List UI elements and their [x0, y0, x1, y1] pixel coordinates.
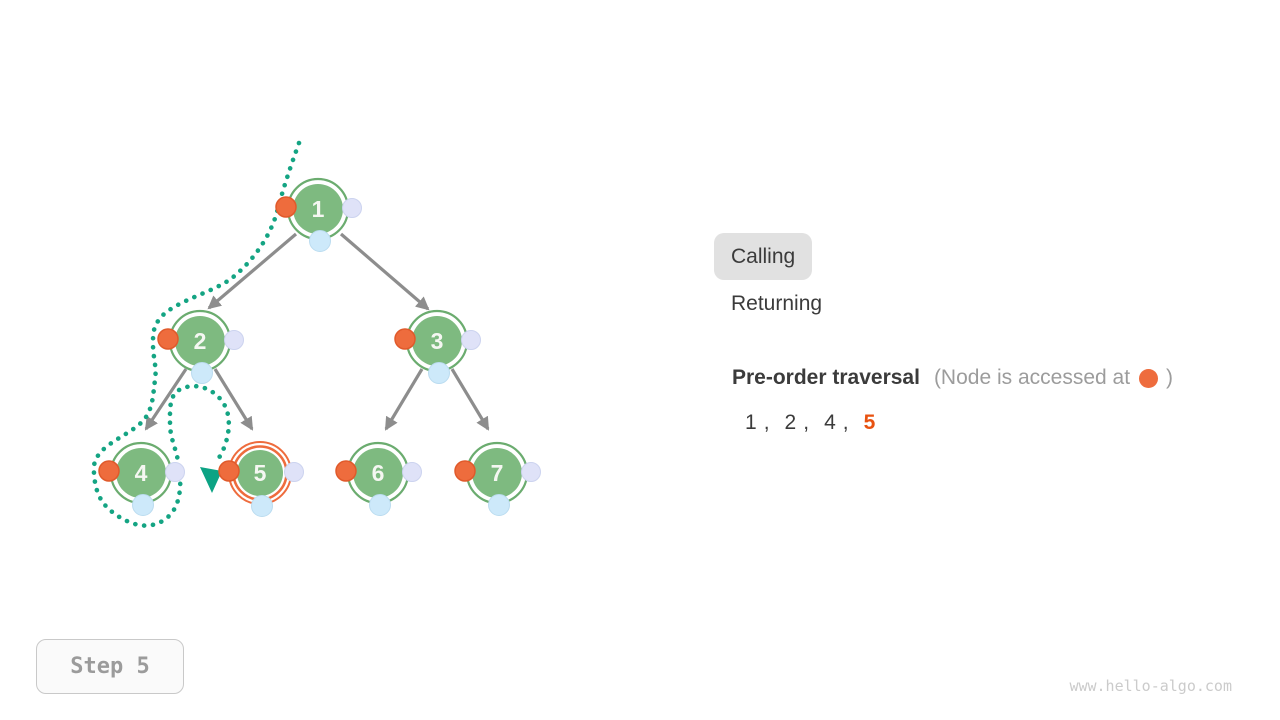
node-circle	[237, 450, 283, 496]
traversal-note-close: )	[1166, 366, 1174, 389]
postorder-access-dot	[521, 462, 541, 482]
node-label: 1	[312, 196, 325, 222]
inorder-access-dot	[132, 494, 154, 516]
preorder-access-dot	[157, 328, 179, 350]
legend-calling-label: Calling	[731, 244, 796, 268]
postorder-access-dot	[284, 462, 304, 482]
sequence-comma: ,	[763, 411, 770, 434]
preorder-access-dot	[394, 328, 416, 350]
inorder-access-dot	[488, 494, 510, 516]
node-circle	[175, 316, 225, 366]
sequence-item: 1	[745, 411, 757, 434]
legend-calling-chip: Calling	[714, 233, 813, 280]
node-label: 4	[135, 460, 148, 486]
traversal-note: (Node is accessed at	[933, 366, 1131, 389]
postorder-access-dot	[165, 462, 185, 482]
watermark-url: www.hello-algo.com	[1069, 677, 1232, 695]
edge-1-3	[339, 232, 430, 311]
node-circle	[412, 316, 462, 366]
sequence-item: 5	[863, 411, 876, 434]
preorder-access-dot	[335, 460, 357, 482]
inorder-access-dot	[309, 230, 331, 252]
inorder-access-dot	[191, 362, 213, 384]
step-indicator: Step 5	[36, 639, 184, 694]
edge-2-5	[213, 368, 254, 431]
postorder-access-dot	[224, 330, 244, 350]
inorder-access-dot	[428, 362, 450, 384]
tree-edges	[144, 232, 490, 431]
calling-pointer-triangle-icon	[200, 467, 222, 493]
postorder-access-dot	[342, 198, 362, 218]
postorder-access-dot	[402, 462, 422, 482]
tree-node-1: 1	[275, 177, 362, 252]
edge-3-7	[450, 368, 490, 431]
traversal-sequence: 1, 2, 4, 5	[745, 411, 882, 435]
node-circle	[353, 448, 403, 498]
node-label: 5	[254, 460, 267, 486]
binary-tree-diagram: 1 2 3 4	[91, 140, 541, 528]
preorder-access-dot	[218, 460, 240, 482]
edge-3-6	[384, 368, 424, 431]
preorder-access-dot	[454, 460, 476, 482]
sequence-item: 2	[784, 411, 797, 434]
node-label: 7	[491, 460, 504, 486]
preorder-access-dot	[98, 460, 120, 482]
tree-node-3: 3	[394, 309, 481, 384]
node-label: 6	[372, 460, 385, 486]
edge-2-4	[144, 368, 188, 431]
traversal-title-row: Pre-order traversal (Node is accessed at…	[732, 366, 1173, 390]
tree-node-7: 7	[454, 441, 541, 516]
sequence-comma: ,	[842, 411, 849, 434]
tree-node-6: 6	[335, 441, 422, 516]
postorder-access-dot	[461, 330, 481, 350]
sequence-comma: ,	[803, 411, 810, 434]
node-circle	[472, 448, 522, 498]
node-circle	[293, 184, 343, 234]
step-label: Step 5	[70, 654, 150, 679]
tree-node-4: 4	[98, 441, 185, 516]
node-label: 2	[194, 328, 207, 354]
edge-1-2	[207, 232, 298, 310]
calling-path-dotted	[91, 140, 302, 528]
tree-node-2: 2	[157, 309, 244, 384]
sequence-item: 4	[824, 411, 836, 434]
node-label: 3	[431, 328, 444, 354]
preorder-access-legend-dot-icon	[1139, 368, 1159, 388]
traversal-title: Pre-order traversal	[732, 366, 920, 389]
tree-node-5-current: 5	[218, 441, 304, 517]
inorder-access-dot	[369, 494, 391, 516]
inorder-access-dot	[251, 495, 273, 517]
legend-returning-label: Returning	[731, 292, 823, 315]
node-circle	[116, 448, 166, 498]
preorder-access-dot	[275, 196, 297, 218]
